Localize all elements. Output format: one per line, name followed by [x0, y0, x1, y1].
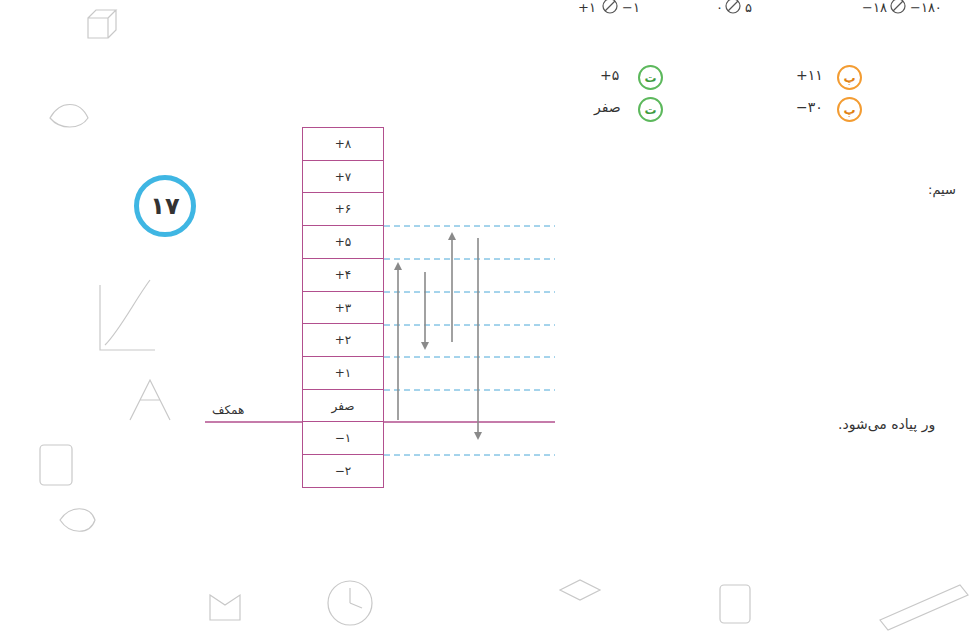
number: −۱۸۰	[910, 0, 942, 15]
floor-cell: +۳	[302, 291, 384, 325]
node-text: −۱	[335, 431, 352, 445]
node-text: +۵	[335, 235, 352, 249]
text-fragment: ور پیاده می‌شود.	[838, 416, 935, 432]
node-text: −۲	[335, 464, 352, 478]
node-text: پ	[843, 71, 855, 85]
number: +۱۱	[796, 67, 823, 83]
floor-cell: +۸	[302, 127, 384, 161]
number: +۵	[600, 67, 619, 83]
floor-cell: +۵	[302, 225, 384, 259]
node-text: +۸	[335, 137, 352, 151]
compare-symbol	[603, 0, 905, 13]
node-text: +۱	[335, 366, 352, 380]
number: +۱	[578, 0, 596, 15]
node-text: صفر	[332, 399, 355, 413]
node-text: +۷	[335, 170, 352, 184]
node-text: ت	[644, 103, 656, 117]
number: ۰	[716, 0, 723, 15]
number: −۱۸	[862, 0, 887, 15]
floor-cell: +۴	[302, 258, 384, 292]
item-marker: ت	[638, 65, 663, 90]
text-fragment: سیم:	[928, 182, 956, 197]
node-text: ۱۷	[150, 192, 179, 220]
move-arrow	[398, 236, 478, 436]
node-text: پ	[843, 103, 855, 117]
number: −۱	[622, 0, 640, 15]
doodle	[40, 10, 968, 630]
floor-cell: صفر	[302, 389, 384, 423]
item-marker: پ	[837, 97, 862, 122]
floor-cell: −۲	[302, 454, 384, 488]
floor-cell: −۱	[302, 421, 384, 455]
node-text: +۶	[335, 202, 352, 216]
node-text: +۳	[335, 301, 352, 315]
floor-cell: +۶	[302, 192, 384, 226]
node-text: ت	[644, 71, 656, 85]
word: صفر	[594, 99, 621, 115]
number: ۵	[745, 0, 752, 15]
floor-cell: +۷	[302, 160, 384, 194]
node-text: +۴	[335, 268, 352, 282]
number: −۳۰	[796, 99, 823, 115]
item-marker: ت	[638, 97, 663, 122]
floor-cell: +۱	[302, 356, 384, 390]
node-text: +۲	[335, 333, 352, 347]
guide-line	[384, 226, 555, 455]
page-number: ۱۷	[134, 175, 196, 237]
ground-label: همکف	[212, 403, 244, 417]
floor-cell: +۲	[302, 323, 384, 357]
item-marker: پ	[837, 65, 862, 90]
